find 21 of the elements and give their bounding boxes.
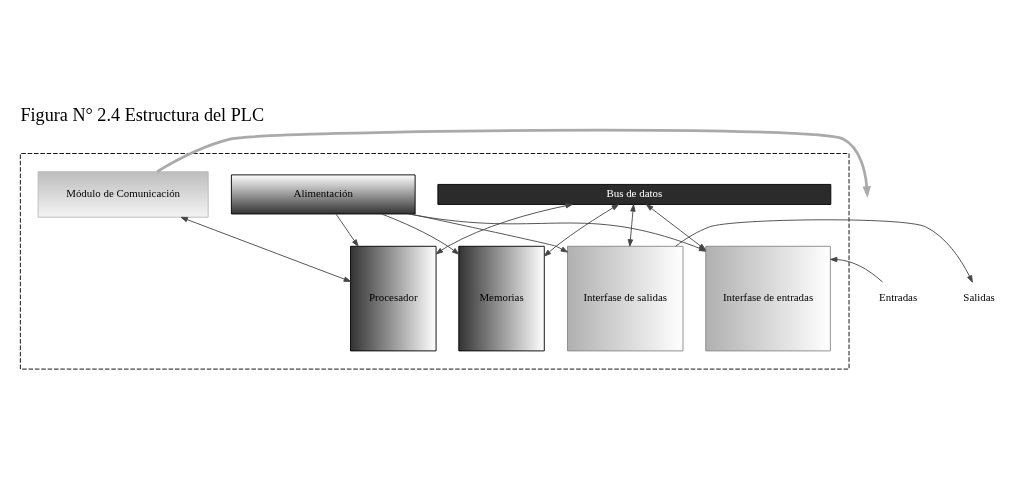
arrow <box>543 204 619 257</box>
node-text: Salidas <box>963 291 995 304</box>
arrow <box>627 204 636 247</box>
node-box: Interfase de entradas <box>705 245 831 352</box>
arrow <box>410 213 568 253</box>
arrow <box>335 213 359 247</box>
arrow <box>156 128 871 199</box>
node-box: Módulo de Comunicación <box>37 171 209 218</box>
node-text: Entradas <box>879 291 918 304</box>
node-box: Bus de datos <box>437 183 832 205</box>
node-box: Procesador <box>350 245 437 352</box>
arrow <box>381 213 460 255</box>
arrow <box>830 256 883 283</box>
diagram-title: Figura N° 2.4 Estructura del PLC <box>20 104 265 125</box>
node-box: Alimentación <box>230 174 416 215</box>
node-box: Memorias <box>458 245 545 352</box>
node-box: Interfase de salidas <box>567 245 684 352</box>
arrow <box>675 219 973 283</box>
cluster <box>19 153 850 370</box>
arrow <box>180 216 351 282</box>
arrow <box>435 203 573 255</box>
